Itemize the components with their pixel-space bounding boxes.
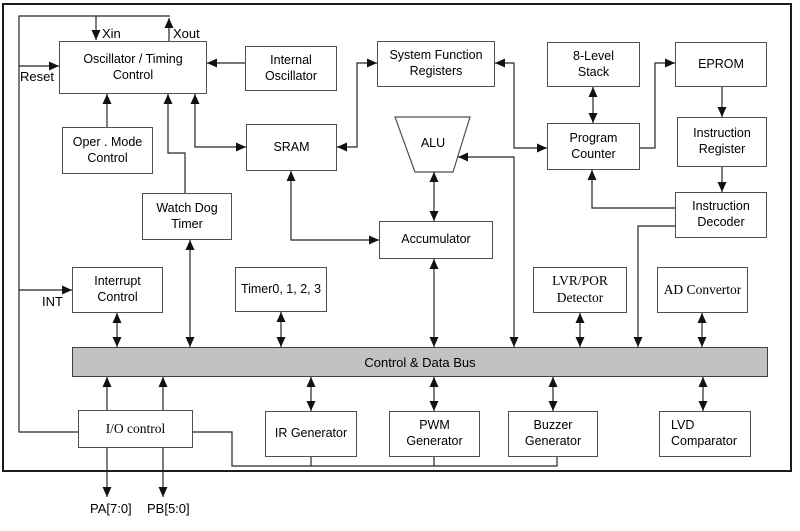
pin-reset-label: Reset (20, 69, 54, 84)
node-internal-oscillator: Internal Oscillator (245, 46, 337, 91)
node-eprom-label: EPROM (698, 56, 744, 71)
alu-trapezoid (394, 116, 471, 173)
node-system-function-registers: System Function Registers (377, 41, 495, 87)
node-interrupt-control-label: Interrupt Control (94, 274, 141, 304)
control-data-bus: Control & Data Bus (72, 347, 768, 377)
wire-io-output-rail (193, 431, 558, 467)
pin-xin-label: Xin (102, 26, 121, 41)
node-sram-label: SRAM (273, 139, 310, 154)
node-pwm-generator: PWM Generator (389, 411, 480, 457)
node-accumulator-label: Accumulator (401, 232, 471, 247)
node-instruction-decoder-label: Instruction Decoder (692, 199, 750, 229)
node-timers-label: Timer0, 1, 2, 3 (240, 281, 322, 296)
node-sram: SRAM (246, 124, 337, 171)
diagram-border (2, 3, 792, 472)
node-lvd-comparator-label: LVD Comparator (671, 418, 737, 448)
node-oscillator-timing-control: Oscillator / Timing Control (59, 41, 207, 94)
pin-xout-label: Xout (173, 26, 200, 41)
wire-decoder-to-pc (587, 170, 675, 209)
pin-int-label: INT (42, 294, 63, 309)
node-lvd-comparator: LVD Comparator (659, 411, 751, 457)
node-interrupt-control: Interrupt Control (72, 267, 163, 313)
node-oper-mode-control: Oper . Mode Control (62, 127, 153, 174)
wire-decoder-to-bus (633, 225, 675, 347)
node-accumulator: Accumulator (379, 221, 493, 259)
wire-sram-to-accumulator (286, 171, 379, 245)
node-alu-label: ALU (420, 136, 446, 150)
node-lvr-por-detector: LVR/POR Detector (533, 267, 627, 313)
node-system-function-registers-label: System Function Registers (389, 48, 483, 78)
node-watch-dog-timer: Watch Dog Timer (142, 193, 232, 240)
wire-sram-to-sfr (337, 58, 377, 152)
node-timers: Timer0, 1, 2, 3 (235, 267, 327, 312)
node-buzzer-generator: Buzzer Generator (508, 411, 598, 457)
node-io-control: I/O control (78, 410, 193, 448)
node-io-control-label: I/O control (105, 420, 166, 436)
node-eprom: EPROM (675, 42, 767, 87)
node-8-level-stack: 8-Level Stack (547, 42, 640, 87)
wire-osc-to-sram (190, 94, 246, 152)
node-instruction-register: Instruction Register (677, 117, 767, 167)
wire-sfr-to-pc (495, 58, 547, 153)
node-lvr-por-detector-label: LVR/POR Detector (552, 273, 608, 305)
node-program-counter: Program Counter (547, 123, 640, 170)
node-oscillator-timing-control-label: Oscillator / Timing Control (83, 51, 183, 82)
pin-pb-label: PB[5:0] (147, 501, 190, 516)
node-buzzer-generator-label: Buzzer Generator (524, 418, 582, 448)
node-oper-mode-control-label: Oper . Mode Control (72, 134, 143, 165)
node-ad-convertor-label: AD Convertor (663, 281, 742, 297)
node-ad-convertor: AD Convertor (657, 267, 748, 313)
wire-pc-to-eprom (640, 58, 675, 149)
node-ir-generator-label: IR Generator (274, 426, 348, 441)
wire-pin-rail (18, 15, 170, 433)
node-pwm-generator-label: PWM Generator (406, 418, 463, 448)
wire-alu-to-bus (458, 152, 519, 347)
node-instruction-register-label: Instruction Register (693, 126, 751, 156)
node-ir-generator: IR Generator (265, 411, 357, 457)
pin-pa-label: PA[7:0] (90, 501, 132, 516)
node-internal-oscillator-label: Internal Oscillator (264, 52, 318, 83)
node-instruction-decoder: Instruction Decoder (675, 192, 767, 238)
node-watch-dog-timer-label: Watch Dog Timer (156, 200, 218, 231)
node-program-counter-label: Program Counter (569, 130, 618, 161)
control-data-bus-label: Control & Data Bus (364, 354, 476, 370)
wire-osc-to-wdt (163, 94, 186, 193)
node-8-level-stack-label: 8-Level Stack (573, 48, 614, 79)
